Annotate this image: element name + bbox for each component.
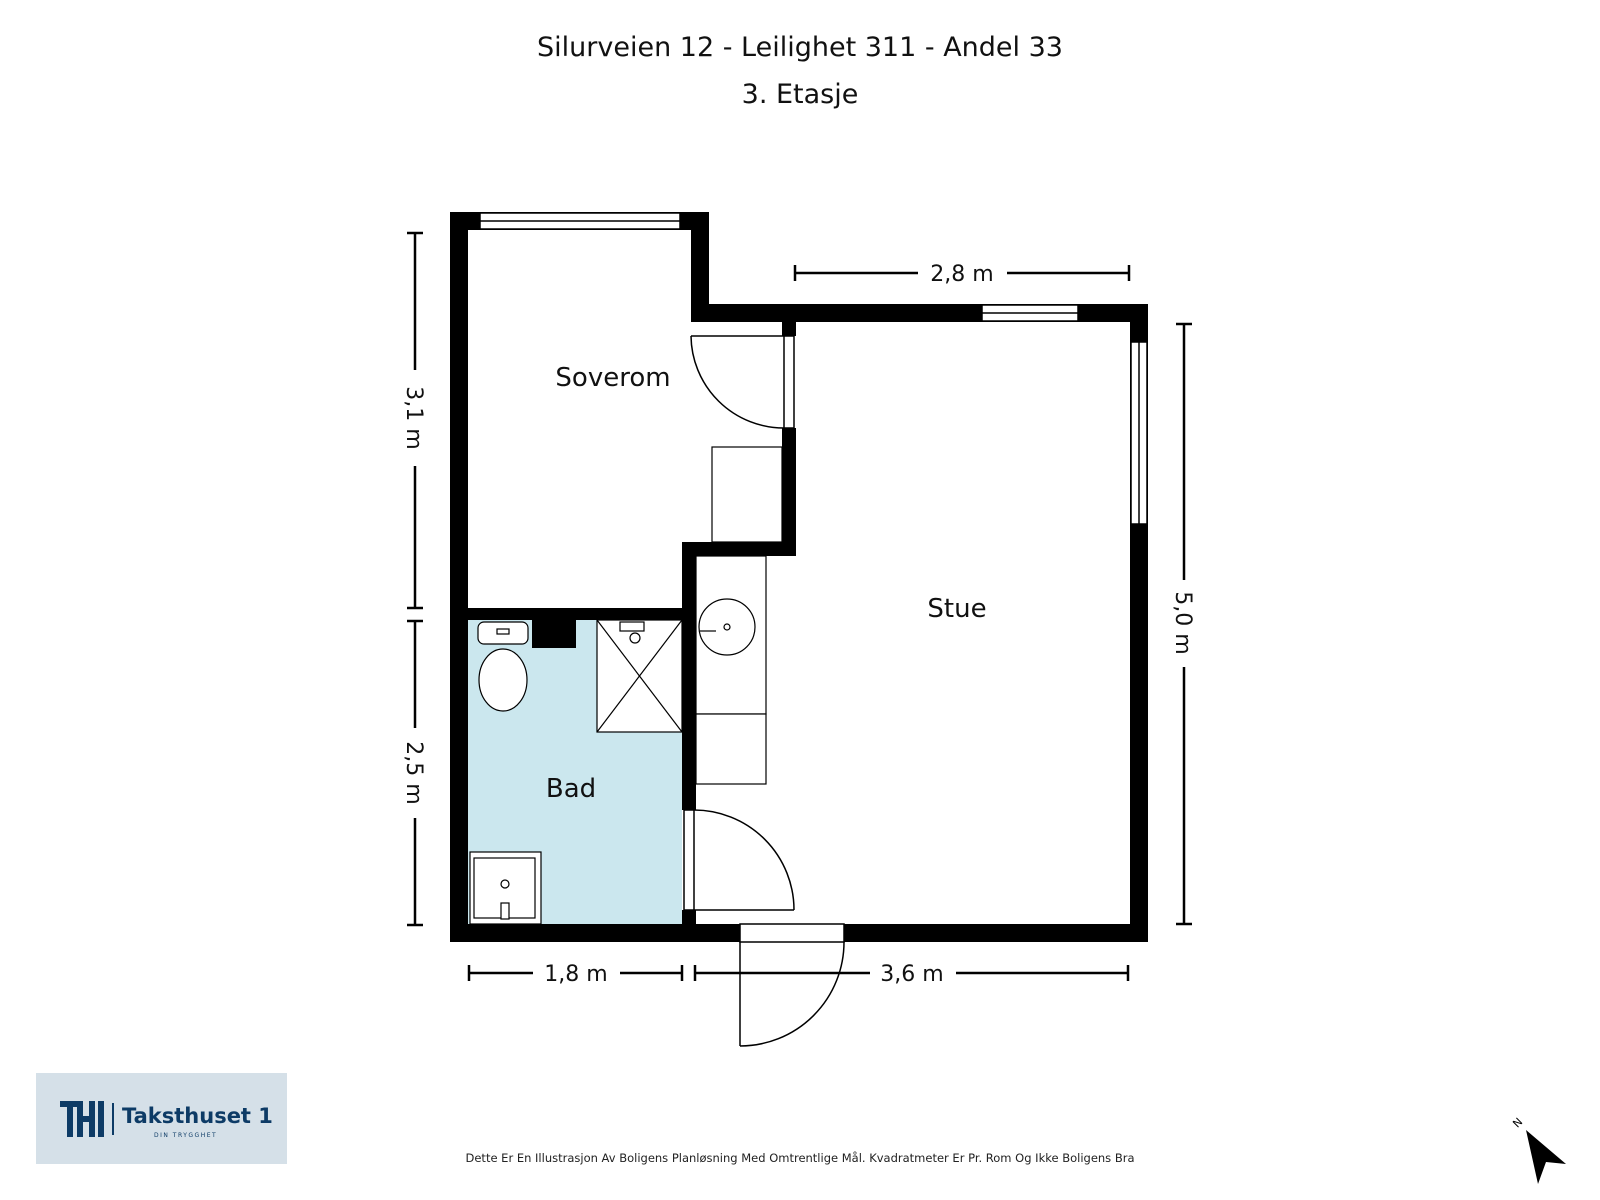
- logo-name: Taksthuset 1: [122, 1104, 273, 1128]
- kitchen-cabinet: [695, 713, 767, 785]
- dim-bottom-left: 1,8 m: [544, 962, 607, 987]
- door-bedroom-swing: [690, 335, 785, 429]
- wall-left: [450, 212, 468, 942]
- plan-title: Silurveien 12 - Leilighet 311 - Andel 33: [537, 32, 1063, 63]
- door-bath-leaf: [683, 809, 695, 911]
- doors: [683, 335, 845, 1047]
- company-logo: Taksthuset 1 DIN TRYGGHET: [36, 1073, 287, 1164]
- room-label-bathroom: Bad: [546, 774, 596, 804]
- wall-notch-vertical: [691, 212, 709, 322]
- room-label-bedroom: Soverom: [555, 363, 670, 393]
- compass-label: N: [1510, 1115, 1525, 1130]
- dim-bottom-right: 3,6 m: [880, 962, 943, 987]
- dimension-lines: [407, 231, 1192, 981]
- bath-column: [532, 620, 576, 648]
- shower-valve: [619, 621, 645, 632]
- room-label-living: Stue: [927, 594, 986, 624]
- dim-left-lower: 2,5 m: [401, 741, 426, 804]
- th-logo-icon: [60, 1101, 104, 1137]
- toilet-bowl: [478, 648, 528, 712]
- logo-tagline: DIN TRYGGHET: [154, 1132, 218, 1139]
- wall-bedroom-bath: [468, 608, 696, 620]
- wall-living-top: [691, 304, 1148, 322]
- entrance-threshold: [739, 923, 845, 943]
- logo-divider: [112, 1103, 114, 1135]
- dim-left-upper: 3,1 m: [401, 386, 426, 449]
- dim-right: 5,0 m: [1170, 591, 1195, 654]
- fixtures: [469, 446, 783, 925]
- north-arrow-icon: N: [1510, 1115, 1566, 1184]
- disclaimer: Dette Er En Illustrasjon Av Boligens Pla…: [465, 1151, 1135, 1165]
- entrance-swing: [739, 941, 845, 1047]
- wall-step: [682, 542, 796, 556]
- wardrobe: [711, 446, 783, 543]
- door-bath-swing: [693, 809, 795, 911]
- dim-top: 2,8 m: [930, 262, 993, 287]
- floor-label: 3. Etasje: [741, 79, 859, 110]
- door-bedroom-leaf: [783, 335, 795, 429]
- windows: [479, 212, 1148, 525]
